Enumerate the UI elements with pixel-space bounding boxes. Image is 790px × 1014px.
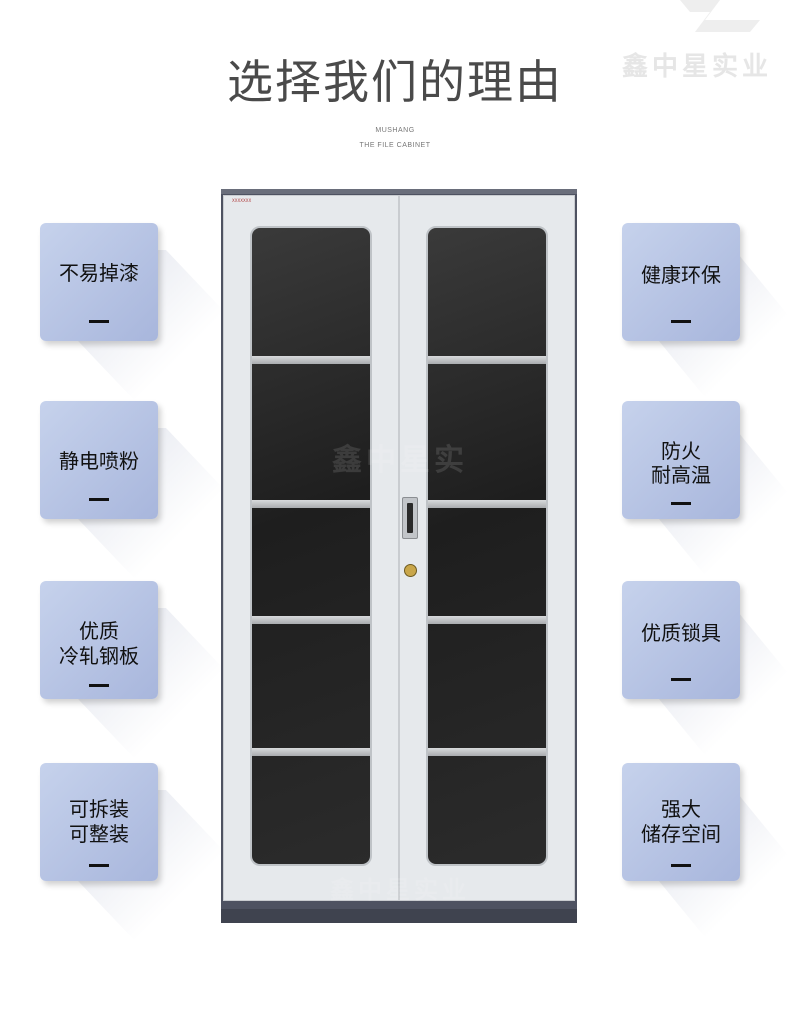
page-title: 选择我们的理由: [227, 55, 563, 109]
cabinet-tag: XXXXXXX: [232, 198, 252, 203]
feature-label: 不易掉漆: [59, 261, 139, 285]
shelf: [252, 356, 370, 364]
feature-dash: [89, 498, 109, 501]
feature-dash: [671, 502, 691, 505]
cabinet-watermark: 鑫中星实业: [330, 876, 470, 904]
feature-label: 储存空间: [641, 822, 721, 846]
shelf: [252, 500, 370, 508]
cabinet-door-left: XXXXXXX: [223, 195, 399, 901]
cabinet-top: [221, 189, 577, 194]
feature-label: 优质: [79, 619, 119, 643]
shelf: [428, 356, 546, 364]
shelf: [428, 616, 546, 624]
feature-label: 冷轧钢板: [59, 644, 139, 668]
feature-card-eco: 健康环保: [622, 223, 740, 341]
feature-label: 静电喷粉: [59, 449, 139, 473]
feature-label: 防火: [661, 439, 701, 463]
feature-card-assembly: 可拆装 可整装: [40, 763, 158, 881]
shelf: [428, 748, 546, 756]
cabinet-door-right: [399, 195, 575, 901]
feature-dash: [671, 864, 691, 867]
feature-card-lock: 优质锁具: [622, 581, 740, 699]
feature-dash: [89, 864, 109, 867]
feature-label: 可整装: [69, 822, 129, 846]
feature-card-paint: 不易掉漆: [40, 223, 158, 341]
feature-dash: [671, 678, 691, 681]
feature-label: 强大: [661, 797, 701, 821]
shelf: [252, 748, 370, 756]
feature-dash: [89, 320, 109, 323]
feature-dash: [89, 684, 109, 687]
feature-card-fireproof: 防火 耐高温: [622, 401, 740, 519]
feature-label: 健康环保: [641, 263, 721, 287]
glass-panel-left: [250, 226, 372, 866]
file-cabinet-image: XXXXXXX: [221, 189, 577, 923]
subtitle-brand: MUSHANG: [375, 127, 415, 134]
cabinet-base: [221, 909, 577, 923]
feature-label: 耐高温: [651, 463, 711, 487]
feature-card-powder-coating: 静电喷粉: [40, 401, 158, 519]
key-lock-icon: [404, 564, 417, 577]
feature-card-storage: 强大 储存空间: [622, 763, 740, 881]
shelf: [428, 500, 546, 508]
feature-dash: [671, 320, 691, 323]
feature-label: 优质锁具: [641, 621, 721, 645]
brand-logo-icon: [680, 0, 760, 32]
brand-watermark: 鑫中星实业: [621, 52, 772, 82]
door-handle-icon: [402, 497, 418, 539]
subtitle-product: THE FILE CABINET: [359, 142, 431, 149]
shelf: [252, 616, 370, 624]
feature-label: 可拆装: [69, 797, 129, 821]
feature-card-steel: 优质 冷轧钢板: [40, 581, 158, 699]
glass-panel-right: [426, 226, 548, 866]
cabinet-watermark: 鑫中星实: [332, 443, 468, 478]
